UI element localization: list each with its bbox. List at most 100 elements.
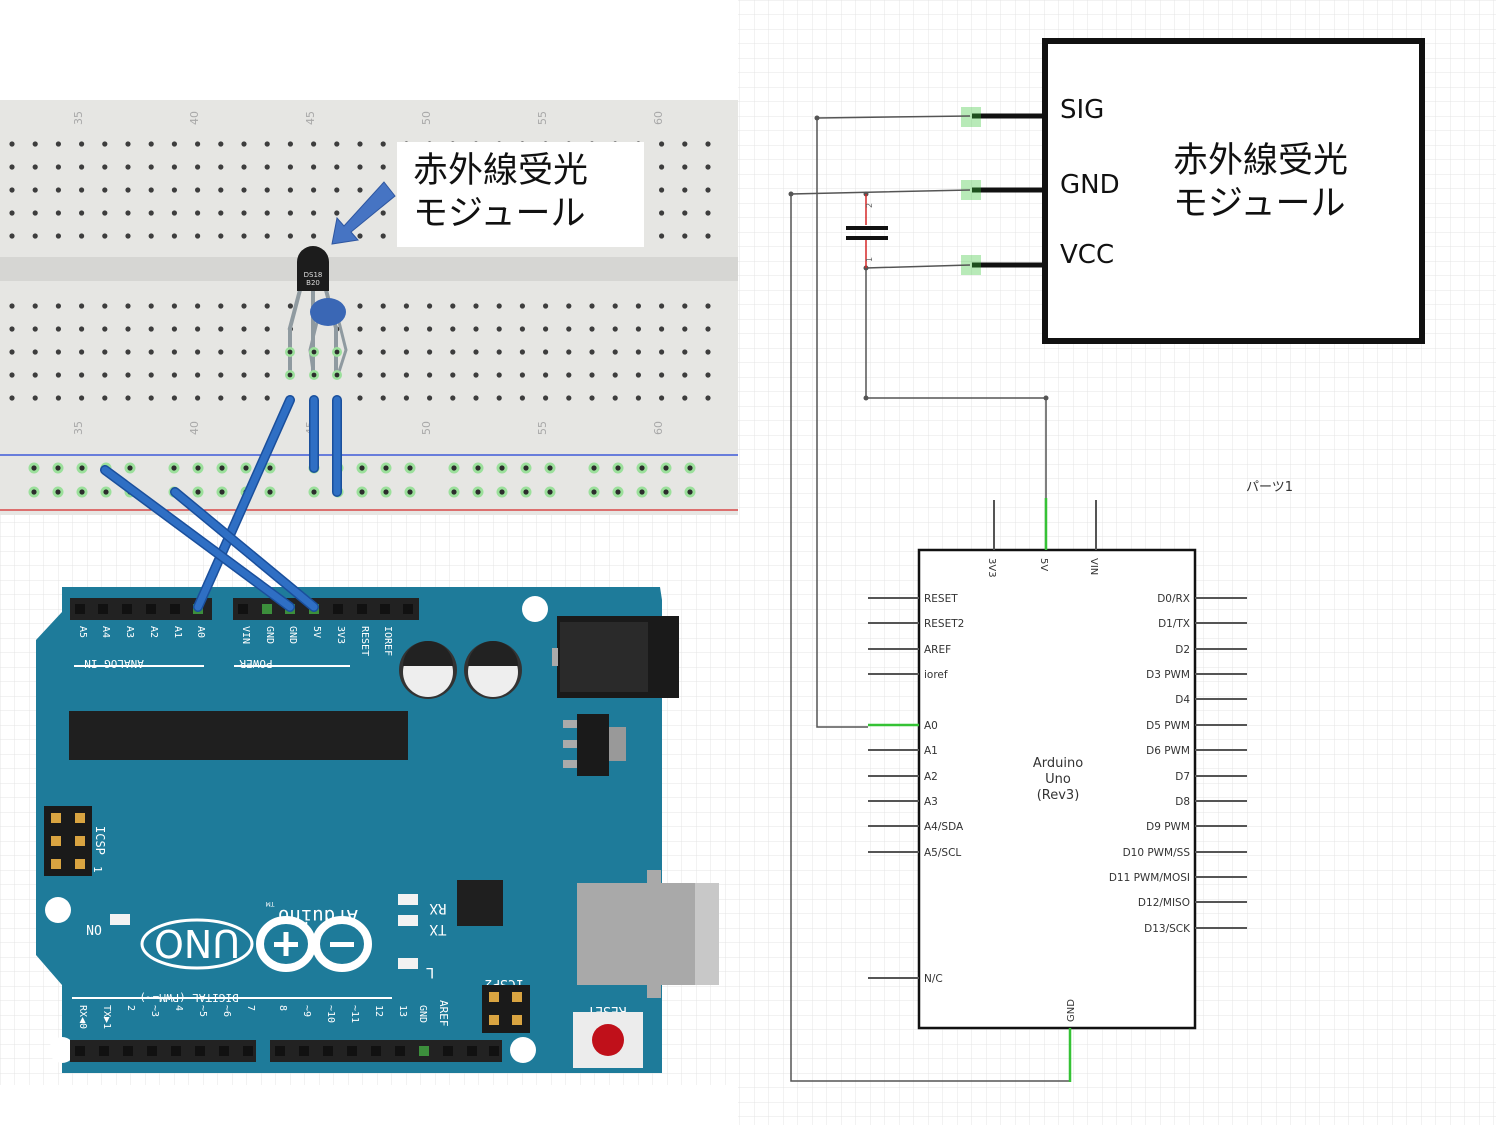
- power-pin-label: GND: [264, 626, 275, 644]
- breadboard-hole: [32, 187, 38, 193]
- breadboard-hole: [659, 233, 665, 239]
- on-led-label: ON: [86, 921, 102, 936]
- breadboard-hole: [543, 395, 549, 401]
- breadboard-hole: [264, 303, 270, 309]
- icsp-pin: [75, 813, 85, 823]
- header-pin: [195, 1046, 205, 1056]
- icsp-label: ICSP: [93, 826, 107, 855]
- breadboard-hole: [380, 164, 386, 170]
- icsp-pin: [51, 859, 61, 869]
- breadboard-hole: [102, 395, 108, 401]
- breadboard-hole: [635, 326, 642, 332]
- breadboard-hole: [705, 349, 711, 355]
- breadboard-hole: [659, 164, 665, 170]
- digital-header-low: [70, 1040, 256, 1062]
- breadboard-hole: [682, 164, 688, 170]
- analog-in-label: ANALOG IN: [84, 657, 144, 670]
- breadboard-hole: [32, 349, 38, 355]
- breadboard-hole: [102, 187, 108, 193]
- breadboard-hole: [264, 187, 270, 193]
- breadboard-hole: [519, 326, 526, 332]
- digital-pin-label: ~6: [221, 1005, 232, 1017]
- breadboard-hole: [589, 372, 595, 378]
- arduino-infinity-logo: UNO: [140, 916, 372, 972]
- breadboard-hole: [102, 372, 108, 378]
- breadboard-hole: [218, 141, 224, 147]
- rail-hole-center: [615, 489, 621, 495]
- arduino-name-line2: Uno: [1045, 772, 1071, 787]
- breadboard-hole: [32, 141, 38, 147]
- header-pin: [147, 1046, 157, 1056]
- breadboard-hole: [357, 164, 363, 170]
- breadboard-hole: [589, 395, 595, 401]
- breadboard-hole: [682, 395, 688, 401]
- breadboard-hole: [450, 372, 456, 378]
- right-pin-label: D13/SCK: [1144, 923, 1191, 935]
- breadboard-hole: [705, 372, 711, 378]
- breadboard-hole: [171, 187, 177, 193]
- breadboard-hole: [450, 326, 456, 332]
- sensor-leg: [288, 289, 302, 378]
- breadboard-hole: [55, 303, 62, 309]
- breadboard-hole: [148, 164, 154, 170]
- digital-pin-label: 7: [245, 1005, 256, 1011]
- breadboard-hole: [218, 210, 224, 216]
- breadboard-hole: [125, 326, 131, 332]
- breadboard-hole: [543, 349, 549, 355]
- digital-pin-label: ~3: [149, 1005, 160, 1017]
- right-pin-label: D10 PWM/SS: [1123, 847, 1191, 859]
- mount-hole: [49, 1037, 75, 1063]
- breadboard-hole: [148, 372, 154, 378]
- rail-hole-center: [687, 489, 693, 495]
- usb-port-edge: [695, 883, 719, 985]
- breadboard-hole: [473, 326, 479, 332]
- breadboard-hole: [171, 349, 177, 355]
- icsp-pin: [51, 836, 61, 846]
- digital-pin-label: 12: [373, 1005, 384, 1017]
- breadboard-hole: [264, 210, 270, 216]
- header-pin: [75, 1046, 85, 1056]
- breadboard-hole: [311, 233, 317, 239]
- rail-hole-center: [383, 465, 389, 471]
- breadboard-hole: [32, 372, 38, 378]
- header-pin: [262, 604, 272, 614]
- sensor-body: [297, 246, 329, 291]
- connected-hole-center: [311, 349, 317, 355]
- rail-hole-center: [55, 489, 61, 495]
- breadboard-hole: [287, 210, 293, 216]
- breadboard-hole: [55, 210, 62, 216]
- breadboard-hole: [496, 326, 502, 332]
- right-pin-label: D5 PWM: [1146, 720, 1190, 732]
- rx-led: [398, 894, 418, 905]
- breadboard-hole: [264, 233, 270, 239]
- breadboard-hole: [9, 187, 15, 193]
- ir-receiver-sensor: DS18 B20: [285, 246, 348, 380]
- breadboard-hole: [218, 233, 224, 239]
- breadboard-hole: [357, 349, 363, 355]
- schematic-capacitor: 2 1: [846, 194, 888, 268]
- breadboard-hole: [79, 164, 85, 170]
- breadboard-hole: [450, 395, 456, 401]
- rail-hole-center: [547, 489, 553, 495]
- breadboard-hole: [682, 303, 688, 309]
- breadboard-hole: [566, 326, 572, 332]
- breadboard-hole: [148, 395, 154, 401]
- rail-hole-center: [639, 489, 645, 495]
- rail-hole-center: [219, 489, 225, 495]
- rail-hole-center: [499, 489, 505, 495]
- breadboard-hole: [218, 349, 224, 355]
- breadboard-hole: [403, 395, 409, 401]
- right-pin-label: D8: [1175, 796, 1190, 808]
- right-pin-label: D0/RX: [1157, 593, 1190, 605]
- breadboard-hole: [241, 187, 247, 193]
- breadboard-hole: [659, 141, 665, 147]
- column-number: 45: [304, 111, 317, 125]
- header-pin: [219, 1046, 229, 1056]
- breadboard-hole: [148, 349, 154, 355]
- rail-hole-center: [171, 465, 177, 471]
- breadboard-hole: [589, 326, 595, 332]
- breadboard-hole: [612, 326, 618, 332]
- reset-button[interactable]: [592, 1024, 624, 1056]
